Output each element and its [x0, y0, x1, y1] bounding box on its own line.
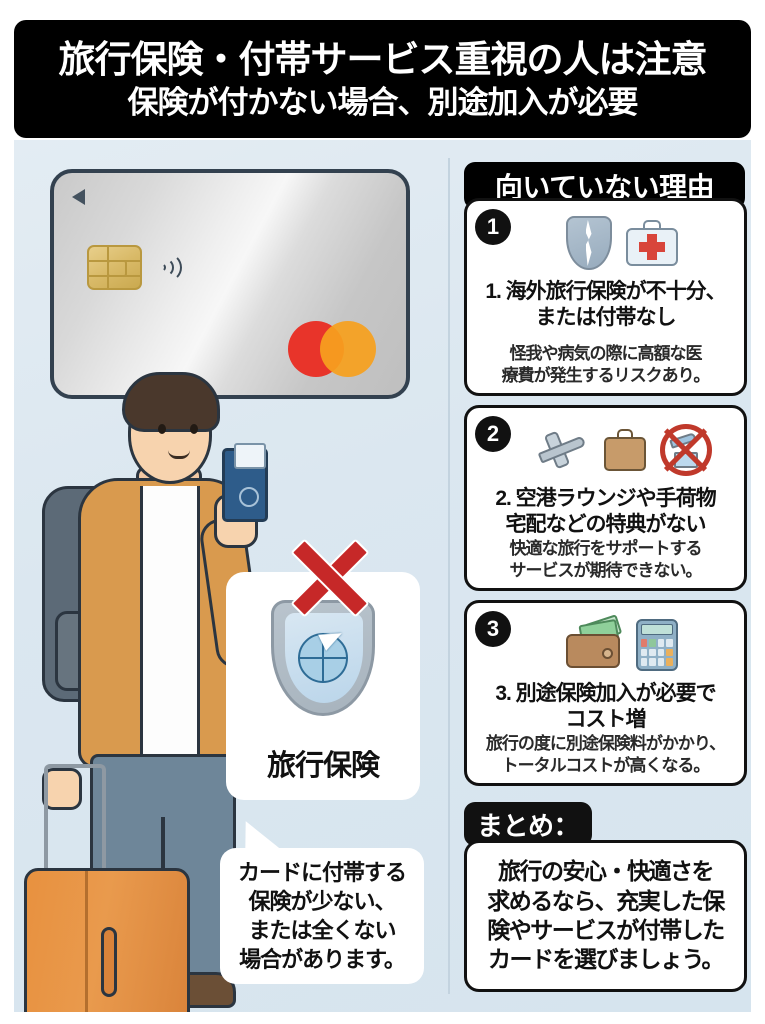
reason-icons: [467, 207, 744, 279]
credit-card-illustration: [50, 169, 410, 399]
bubble-line: 保険が少ない、: [248, 888, 396, 914]
summary-title-text: まとめ：: [476, 810, 580, 841]
reason-card-2: 2 2. 空港ラウンジや手荷物 宅配などの特典がない: [464, 405, 747, 591]
wallet-cash-icon: [565, 614, 622, 668]
reason-heading-line: 宅配などの特典がない: [505, 512, 707, 536]
speech-bubble: カードに付帯する 保険が少ない、 または全くない 場合があります。: [220, 848, 424, 984]
mastercard-logo: [288, 321, 376, 377]
person-hair: [122, 372, 220, 432]
reason-card-1: 1 1. 海外旅行保険が不十分、 または付帯なし 怪我や病気の際に高額な医: [464, 198, 747, 396]
reason-subtext-line: 療費が発生するリスクあり。: [501, 365, 711, 385]
reason-subtext-line: 怪我や病気の際に高額な医: [509, 344, 703, 364]
travel-insurance-label: 旅行保険: [266, 750, 380, 782]
reason-heading: 2. 空港ラウンジや手荷物 宅配などの特典がない: [467, 486, 744, 537]
reason-badge: 3: [475, 611, 511, 647]
reason-heading-line: または付帯なし: [535, 305, 677, 329]
passport-icon: [222, 443, 268, 522]
travel-insurance-badge: 旅行保険: [226, 572, 420, 800]
first-aid-kit-icon: [625, 220, 678, 266]
summary-line: カードを選びましょう。: [487, 946, 725, 973]
reason-heading-line: コスト増: [565, 707, 647, 731]
illustration-panel: 旅行保険 カードに付帯する 保険が少ない、 または全くない 場合があります。: [14, 140, 448, 1012]
reason-subtext-line: トータルコストが高くなる。: [501, 755, 711, 775]
airplane-icon: [532, 426, 590, 474]
reason-subtext-line: 旅行の度に別途保険料がかかり、: [485, 734, 726, 754]
travel-shield-globe-plane-icon: [271, 600, 375, 716]
person-eye-left: [158, 424, 166, 434]
reason-badge: 2: [475, 416, 511, 452]
summary-line: 求めるなら、充実した保: [487, 887, 725, 914]
calculator-icon: [635, 619, 678, 671]
suitcase-icon: [603, 429, 646, 471]
red-x-icon: [286, 536, 370, 620]
reason-icons: [467, 414, 744, 486]
poster-header: 旅行保険・付帯サービス重視の人は注意 保険が付かない場合、別途加入が必要: [14, 20, 751, 138]
person-eye-right: [190, 424, 198, 434]
reason-heading-line: 2. 空港ラウンジや手荷物: [495, 487, 716, 510]
poster-body: 旅行保険 カードに付帯する 保険が少ない、 または全くない 場合があります。 向…: [14, 140, 751, 1012]
emv-chip-icon: [87, 245, 142, 290]
reason-subtext-line: 快適な旅行をサポートする: [509, 539, 703, 559]
reason-subtext: 怪我や病気の際に高額な医 療費が発生するリスクあり。: [467, 343, 744, 386]
reason-card-3: 3 3. 別途保険: [464, 600, 747, 786]
header-title-line2: 保険が付かない場合、別途加入が必要: [127, 85, 639, 121]
summary-card: 旅行の安心・快適さを 求めるなら、充実した保 険やサービスが付帯した カードを選…: [464, 840, 747, 992]
person-shirt: [140, 486, 200, 758]
reason-subtext-line: サービスが期待できない。: [509, 560, 703, 580]
person-hand-left: [42, 768, 82, 810]
reason-heading: 1. 海外旅行保険が不十分、 または付帯なし: [467, 279, 744, 330]
bubble-line: カードに付帯する: [237, 859, 407, 885]
reason-badge: 1: [475, 209, 511, 245]
reasons-title-text: 向いていない理由: [494, 171, 715, 203]
reasons-panel: 向いていない理由 1 1. 海外旅行保険が不十分、 または付帯なし: [456, 140, 751, 1012]
reason-icons: [467, 609, 744, 681]
person-mouth: [168, 450, 190, 459]
summary-title-bar: まとめ：: [464, 802, 592, 846]
reason-heading-line: 3. 別途保険加入が必要で: [495, 682, 716, 705]
panel-divider: [448, 158, 450, 994]
reason-heading-line: 1. 海外旅行保険が不十分、: [485, 280, 726, 303]
bubble-line: または全くない: [248, 918, 396, 943]
reason-subtext: 快適な旅行をサポートする サービスが期待できない。: [467, 538, 744, 581]
header-title-line1: 旅行保険・付帯サービス重視の人は注意: [58, 38, 708, 80]
triangle-left-icon: [72, 189, 85, 205]
broken-shield-icon: [565, 216, 612, 270]
reason-subtext: 旅行の度に別途保険料がかかり、 トータルコストが高くなる。: [467, 733, 744, 776]
reason-heading: 3. 別途保険加入が必要で コスト増: [467, 681, 744, 732]
summary-line: 険やサービスが付帯した: [487, 917, 725, 943]
summary-line: 旅行の安心・快適さを: [498, 858, 715, 885]
bubble-line: 場合があります。: [239, 947, 406, 973]
rolling-suitcase-icon: [16, 764, 216, 1012]
contactless-icon: [157, 252, 187, 284]
no-lounge-icon: [659, 424, 712, 476]
